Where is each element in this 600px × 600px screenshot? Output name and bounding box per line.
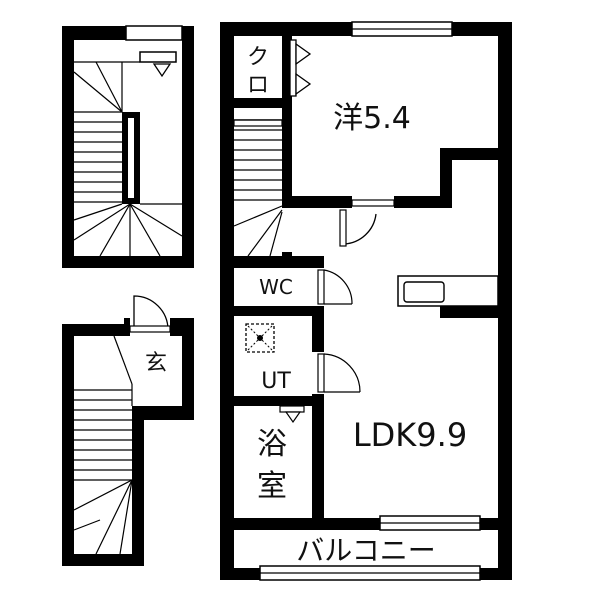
toilet-door[interactable] <box>317 269 325 305</box>
toilet-label: WC <box>259 275 293 299</box>
closet-label-2: ロ <box>247 73 269 98</box>
balcony-area <box>234 530 498 568</box>
balcony-label: バルコニー <box>296 534 435 567</box>
bath-door-arrow <box>284 411 302 424</box>
upper-stair-newel-core <box>128 118 134 198</box>
upper-stair-steps <box>73 61 183 257</box>
interior-stairs <box>233 119 283 257</box>
washing-machine-space <box>245 323 275 353</box>
ldk-label: LDK9.9 <box>353 416 467 454</box>
upper-stair-top-opening <box>125 25 183 41</box>
upper-stair-down-arrow <box>152 63 172 78</box>
western-room-label: 洋5.4 <box>333 101 411 136</box>
utility-label: UT <box>261 369 291 394</box>
main-unit: ク ロ 洋5.4 WC <box>220 21 512 581</box>
closet-doors[interactable] <box>289 39 312 97</box>
entrance-door-threshold <box>129 325 171 333</box>
entrance-step-line <box>113 335 133 385</box>
entrance-label: 玄 <box>145 351 167 376</box>
entrance-door-swing[interactable] <box>133 295 169 331</box>
bath-label-2: 室 <box>257 469 287 504</box>
lower-stair-block: 玄 <box>62 295 194 566</box>
bath-door[interactable] <box>279 405 305 413</box>
upper-stair-landing-bar <box>139 51 177 63</box>
western-room-door[interactable] <box>351 199 395 207</box>
utility-door[interactable] <box>317 353 325 393</box>
closet-label-1: ク <box>247 45 269 70</box>
bath-label-1: 浴 <box>257 427 287 462</box>
kitchen-sink <box>403 281 445 303</box>
lower-stair-steps <box>73 389 133 555</box>
upper-stair-block <box>62 25 194 268</box>
